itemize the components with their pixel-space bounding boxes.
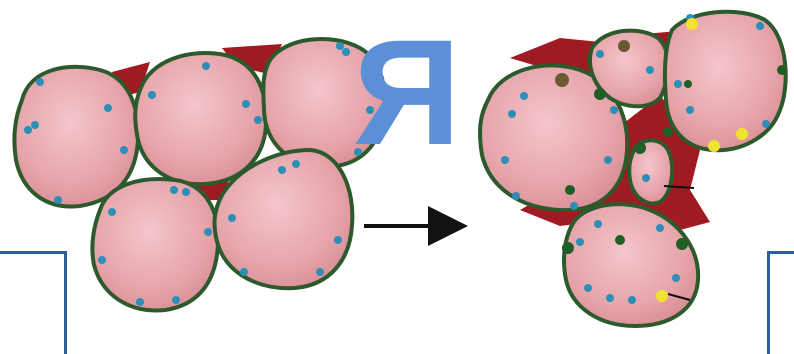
- cell: [92, 179, 218, 310]
- frame-corner-right: [767, 251, 794, 354]
- frame-corner-left: [0, 251, 67, 354]
- cell: [135, 53, 266, 184]
- right-cell-cluster: [480, 12, 787, 326]
- diagram-stage: Я: [0, 0, 794, 336]
- cell: [263, 39, 384, 167]
- diagram-canvas: [0, 0, 794, 336]
- left-cell-cluster: [14, 39, 384, 311]
- cell: [665, 12, 786, 150]
